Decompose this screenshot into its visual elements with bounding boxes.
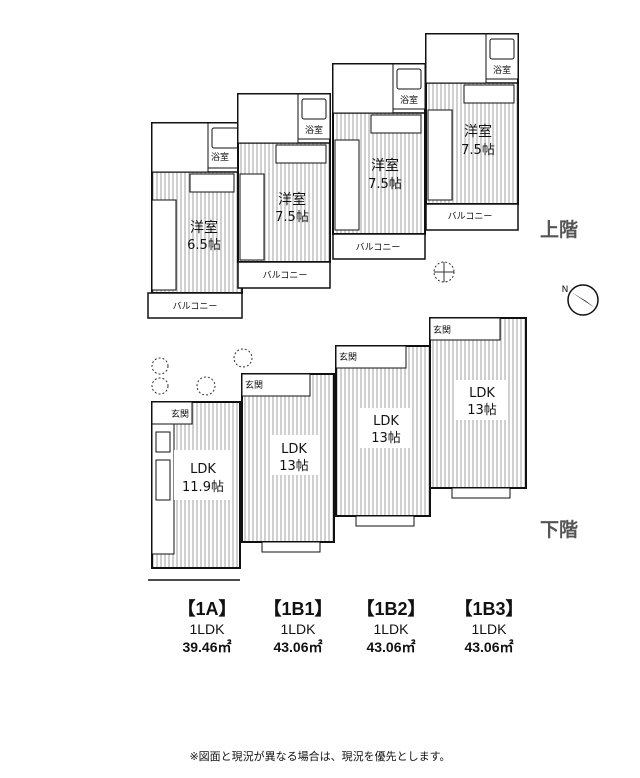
room-label-entrance-1b1: 玄関 [245,379,263,391]
compass-label: N [562,285,569,295]
room-size-13-1b1: 13帖 [279,459,309,474]
room-label-entrance-1b3: 玄関 [433,324,451,336]
unit-summary-1b2: 【1B2】 1LDK 43.06㎡ [336,598,446,656]
room-size-7-5-1b3: 7.5帖 [461,143,495,158]
room-label-balcony-1b2: バルコニー [356,242,401,253]
unit-type: 1LDK [373,621,409,637]
unit-summary-1b3: 【1B3】 1LDK 43.06㎡ [434,598,544,656]
lower-unit-1b1: 玄関 LDK 13帖 [241,373,335,553]
upper-unit-1b3: 洋室 7.5帖 浴室 バルコニー [425,33,519,231]
unit-type: 1LDK [280,621,316,637]
room-label-ldk-1b3: LDK [469,386,495,401]
upper-floor-label: 上階 [540,219,579,241]
unit-id: 【1B1】 [263,599,333,619]
lower-unit-1b3: 玄関 LDK 13帖 [429,317,527,499]
unit-summary-1b1: 【1B1】 1LDK 43.06㎡ [243,598,353,656]
room-size-13-1b3: 13帖 [467,403,497,418]
room-label-bath-1a: 浴室 [211,151,229,163]
north-compass: N [562,284,599,316]
room-label-western-1b1: 洋室 [278,191,306,208]
room-label-entrance-1b2: 玄関 [339,351,357,363]
room-label-balcony-1b3: バルコニー [448,211,493,222]
room-label-ldk-1b2: LDK [373,414,399,429]
unit-area: 43.06㎡ [464,639,514,655]
tree-symbol [433,261,455,283]
room-label-western-1a: 洋室 [190,219,218,236]
room-label-bath-1b2: 浴室 [400,94,418,106]
room-size-11-9: 11.9帖 [182,480,224,495]
unit-type: 1LDK [189,621,225,637]
room-size-13-1b2: 13帖 [371,431,401,446]
room-label-western-1b2: 洋室 [371,157,399,174]
lower-floor-label: 下階 [540,519,579,541]
room-label-ldk-1b1: LDK [281,442,307,457]
unit-id: 【1B2】 [356,599,426,619]
room-label-bath-1b1: 浴室 [305,124,323,136]
shrub-symbols [151,348,253,396]
room-label-balcony-1a: バルコニー [173,301,218,312]
room-label-ldk-1a: LDK [190,462,216,477]
unit-summary-1a: 【1A】 1LDK 39.46㎡ [152,598,262,656]
upper-unit-1b2: 洋室 7.5帖 浴室 バルコニー [332,63,426,260]
room-size-6-5: 6.5帖 [187,238,221,253]
room-size-7-5-1b2: 7.5帖 [368,177,402,192]
room-label-western-1b3: 洋室 [464,123,492,140]
unit-area: 43.06㎡ [366,639,416,655]
unit-area: 43.06㎡ [273,639,323,655]
unit-id: 【1A】 [177,599,237,619]
unit-area: 39.46㎡ [182,639,232,655]
room-size-7-5-1b1: 7.5帖 [275,210,309,225]
room-label-balcony-1b1: バルコニー [263,270,308,281]
upper-floor: 洋室 6.5帖 浴室 バルコニー 洋室 7.5帖 浴室 バルコニー [147,33,519,319]
lower-floor: 玄関 LDK 11.9帖 玄関 LDK 13帖 玄関 LDK 13帖 [148,317,527,581]
footnote: ※図面と現況が異なる場合は、現況を優先とします。 [189,750,451,763]
room-label-entrance-1a: 玄関 [171,408,189,420]
lower-unit-1a: 玄関 LDK 11.9帖 [148,401,241,581]
lower-unit-1b2: 玄関 LDK 13帖 [335,345,431,527]
room-label-bath-1b3: 浴室 [493,64,511,76]
unit-type: 1LDK [471,621,507,637]
upper-unit-1b1: 洋室 7.5帖 浴室 バルコニー [237,93,331,289]
unit-id: 【1B3】 [454,599,524,619]
upper-unit-1a: 洋室 6.5帖 浴室 バルコニー [147,122,243,319]
